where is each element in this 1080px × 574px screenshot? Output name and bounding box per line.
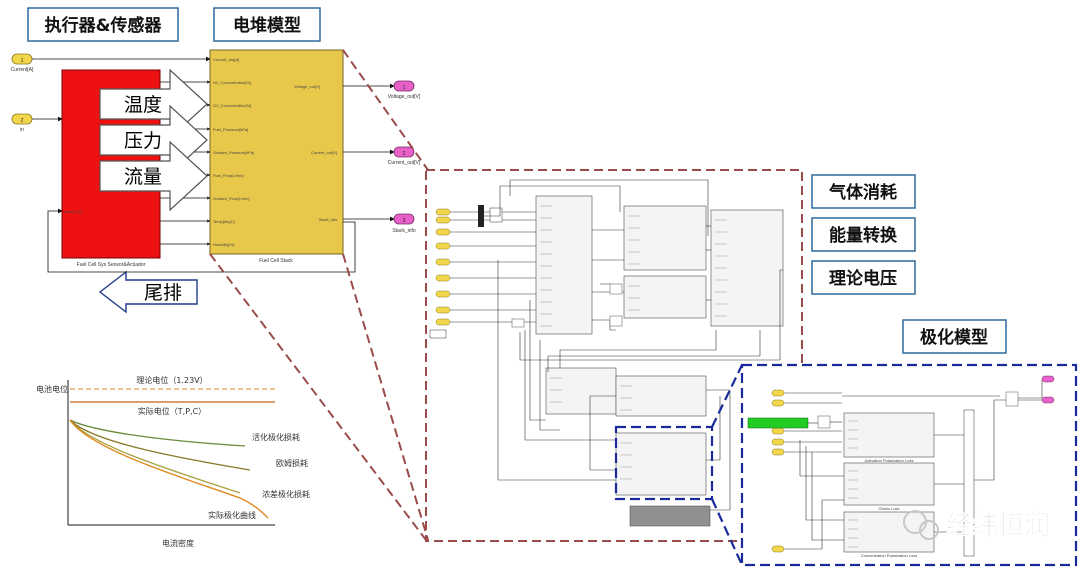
svg-text:Activation Polarization Loss: Activation Polarization Loss (865, 458, 914, 463)
polarization-curve-chart: 电池电位 电流密度 理论电位（1.23V） 实际电位（T,P,C） 活化极化损耗… (36, 375, 310, 548)
outport-current[interactable]: 2 Current_out[V] (388, 146, 421, 166)
svg-text:极化模型: 极化模型 (920, 327, 988, 348)
function-label-3: 理论电压 (811, 260, 916, 295)
polar-inport (771, 427, 785, 435)
detail-inport (435, 274, 451, 282)
actuator-sensor-label: 执行器&传感器 (27, 7, 179, 42)
detail-inport (435, 318, 451, 326)
svg-text:Current[A]: Current[A] (11, 67, 34, 73)
svg-text:执行器&传感器: 执行器&传感器 (45, 15, 163, 36)
svg-text:Stack_info: Stack_info (392, 228, 416, 234)
svg-text:电流密度: 电流密度 (162, 538, 194, 548)
svg-text:浓差极化损耗: 浓差极化损耗 (262, 489, 310, 499)
function-label-2: 能量转换 (811, 217, 916, 252)
stack-input-port: Current_req[A] (213, 57, 239, 62)
svg-text:理论电位（1.23V）: 理论电位（1.23V） (136, 375, 207, 385)
outport-stack-info[interactable]: 3 Stack_info (392, 213, 416, 234)
function-label-1: 气体消耗 (811, 174, 916, 209)
svg-text:Concentration Polarization Los: Concentration Polarization Loss (861, 553, 917, 558)
inport-current[interactable]: 1 Current[A] (11, 53, 34, 73)
watermark: 经纬恒润 (903, 510, 1050, 541)
detail-inport (435, 290, 451, 298)
svg-text:电堆模型: 电堆模型 (233, 15, 301, 36)
blue-zoom-lines (710, 364, 744, 566)
detail-inport (435, 208, 451, 216)
polarization-model-label: 极化模型 (902, 319, 1007, 354)
green-constant-block (747, 417, 809, 429)
svg-text:能量转换: 能量转换 (829, 225, 898, 246)
polar-inport (771, 448, 785, 456)
svg-text:1: 1 (403, 85, 406, 91)
svg-text:欧姆损耗: 欧姆损耗 (276, 458, 308, 468)
svg-text:电池电位: 电池电位 (36, 384, 68, 394)
svg-text:Voltage_out[V]: Voltage_out[V] (388, 94, 421, 100)
stack-input-port: O2_Concentration[%] (213, 103, 251, 108)
svg-text:流量: 流量 (124, 166, 162, 188)
feedback-line (47, 208, 356, 273)
detail-inport (435, 258, 451, 266)
zoom-lines (209, 49, 429, 541)
stack-detail-diagram (429, 179, 784, 527)
svg-text:理论电压: 理论电压 (829, 268, 897, 289)
detail-subsystem (615, 432, 707, 496)
svg-text:Current_out[V]: Current_out[V] (311, 150, 337, 155)
stack-input-port: Temp[degC] (213, 219, 235, 224)
svg-text:2: 2 (403, 151, 406, 157)
detail-subsystem (623, 205, 707, 271)
polar-outport (1041, 375, 1055, 383)
inport-in[interactable]: 2 in (11, 113, 33, 133)
stack-input-port: Oxidant_Pressure[kPa] (213, 150, 254, 155)
stack-input-port: Fuel_Pressure[kPa] (213, 127, 248, 132)
svg-text:3: 3 (403, 218, 406, 224)
polar-subsystem (843, 462, 935, 506)
svg-text:Ohmic Loss: Ohmic Loss (878, 506, 899, 511)
svg-text:1: 1 (21, 58, 24, 64)
outport-voltage[interactable]: 1 Voltage_out[V] (388, 80, 421, 100)
detail-subsystem (535, 195, 593, 335)
stack-input-port: Humidity[%] (213, 242, 234, 247)
svg-text:in: in (20, 127, 24, 133)
svg-text:活化极化损耗: 活化极化损耗 (252, 432, 300, 442)
svg-text:Stack_info: Stack_info (319, 217, 338, 222)
svg-text:Stack_info: Stack_info (64, 209, 83, 214)
svg-text:Current_out[V]: Current_out[V] (388, 160, 421, 166)
stack-input-port: Oxidant_Flow[L/min] (213, 196, 249, 201)
svg-text:实际极化曲线: 实际极化曲线 (208, 510, 256, 520)
input-arrow-3: 流量 (99, 140, 208, 212)
svg-text:尾排: 尾排 (144, 282, 182, 304)
svg-text:Voltage_out[V]: Voltage_out[V] (294, 84, 320, 89)
detail-inport (435, 216, 451, 224)
svg-text:压力: 压力 (124, 130, 162, 152)
svg-text:实际电位（T,P,C）: 实际电位（T,P,C） (138, 406, 206, 416)
svg-text:Fuel Cell Stack: Fuel Cell Stack (259, 258, 293, 264)
polar-outport (1041, 396, 1055, 404)
svg-text:经纬恒润: 经纬恒润 (946, 510, 1050, 541)
polar-subsystem (843, 412, 935, 458)
detail-inport (435, 228, 451, 236)
svg-text:气体消耗: 气体消耗 (828, 182, 897, 203)
svg-text:Fuel Cell Sys Sensor&Actuator: Fuel Cell Sys Sensor&Actuator (77, 262, 146, 268)
detail-subsystem (615, 375, 707, 417)
stack-model-label: 电堆模型 (213, 7, 321, 42)
stack-input-port: H2_Concentration[%] (213, 80, 251, 85)
polar-inport (771, 438, 785, 446)
polar-inport (771, 399, 785, 407)
stack-input-port: Fuel_Flow[L/min] (213, 173, 243, 178)
fuel-cell-stack-block[interactable]: Fuel Cell Stack Current_req[A] H2_Concent… (209, 49, 344, 264)
detail-inport (435, 306, 451, 314)
exhaust-arrow: 尾排 (98, 270, 198, 314)
svg-text:2: 2 (21, 118, 24, 124)
detail-subsystem (623, 275, 707, 319)
polar-inport (771, 389, 785, 397)
detail-subsystem (545, 367, 617, 415)
detail-inport (435, 242, 451, 250)
polarization-source-frame (614, 425, 714, 501)
stack-detail-frame (425, 169, 803, 542)
svg-text:温度: 温度 (124, 94, 162, 116)
